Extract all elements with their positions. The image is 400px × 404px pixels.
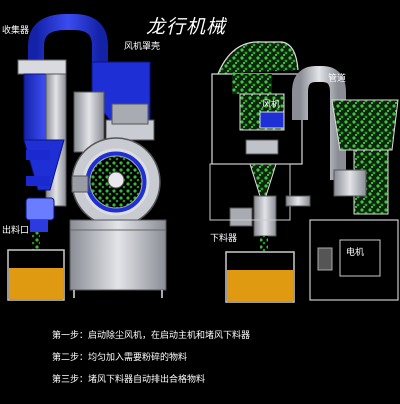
right-pipe (292, 66, 346, 180)
label-fan: 风机 (262, 100, 281, 110)
right-mill-motor (333, 169, 367, 197)
collector-band (26, 150, 50, 160)
motor-box (339, 239, 381, 277)
connecting-pipe (285, 195, 311, 207)
mill-chute (73, 91, 105, 153)
label-feeder: 下料器 (210, 234, 238, 244)
right-machine (209, 41, 399, 303)
right-frame-left (209, 163, 291, 221)
cyclone-cone (249, 163, 277, 197)
left-bin-fill (9, 268, 63, 299)
right-falling-material (260, 236, 268, 262)
step-2: 第二步：均匀加入需要粉碎的物料 (52, 353, 188, 363)
feeder-body (253, 195, 277, 237)
label-motor: 电机 (346, 248, 365, 258)
step-3: 第三步：堵风下料器自动排出合格物料 (52, 375, 206, 385)
right-base (309, 219, 399, 301)
fan-impeller (259, 111, 285, 129)
motor-gear (317, 247, 333, 271)
page-title: 龙行机械 (146, 16, 227, 38)
mill-hub (107, 171, 125, 189)
collector-band2 (26, 176, 50, 186)
label-discharge-port: 出料口 (2, 226, 30, 236)
mill-hopper (111, 103, 149, 125)
label-dust-collector: 收集器 (2, 26, 30, 36)
falling-material (32, 232, 40, 260)
label-fan-hood: 风机罩壳 (124, 42, 161, 52)
collector-top (17, 59, 67, 75)
step-1: 第一步：启动除尘风机，在启动主机和堵风下料器 (52, 331, 251, 341)
fan-flange (245, 139, 279, 155)
left-machine (7, 14, 167, 301)
valve-outlet (30, 220, 48, 232)
cyclone-top (217, 41, 299, 75)
mill-bearing (71, 175, 89, 193)
label-pipe: 管道 (328, 74, 347, 84)
right-hopper (331, 99, 399, 151)
feeder-motor (229, 207, 253, 227)
rotary-valve (25, 197, 55, 221)
cyclone-band (232, 74, 272, 94)
left-duct-arc (28, 14, 108, 98)
right-bin-fill (227, 270, 293, 301)
left-base (69, 219, 167, 291)
